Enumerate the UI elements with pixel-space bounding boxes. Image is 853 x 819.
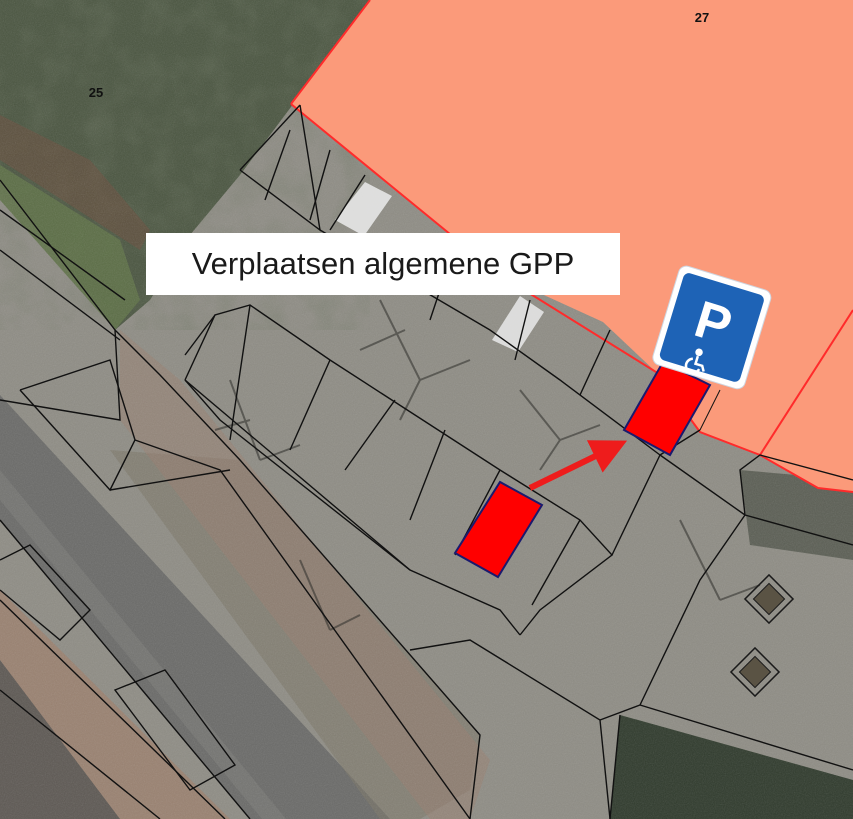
caption-text: Verplaatsen algemene GPP xyxy=(191,246,575,281)
tree-planter xyxy=(729,646,781,698)
building-outline xyxy=(290,103,761,456)
disabled-parking-sign: P xyxy=(652,265,772,390)
move-arrow xyxy=(528,440,628,491)
plot-label-25: 25 xyxy=(89,85,103,100)
parked-car xyxy=(492,296,544,352)
new-parking-spot xyxy=(622,360,712,457)
old-parking-spot xyxy=(453,480,544,579)
parked-car xyxy=(335,182,392,236)
map-caption: Verplaatsen algemene GPP xyxy=(146,233,620,295)
parcel-boundaries xyxy=(0,104,853,819)
wheelchair-icon xyxy=(684,348,705,374)
plot-label-27: 27 xyxy=(695,10,709,25)
tree-planter xyxy=(743,573,795,625)
